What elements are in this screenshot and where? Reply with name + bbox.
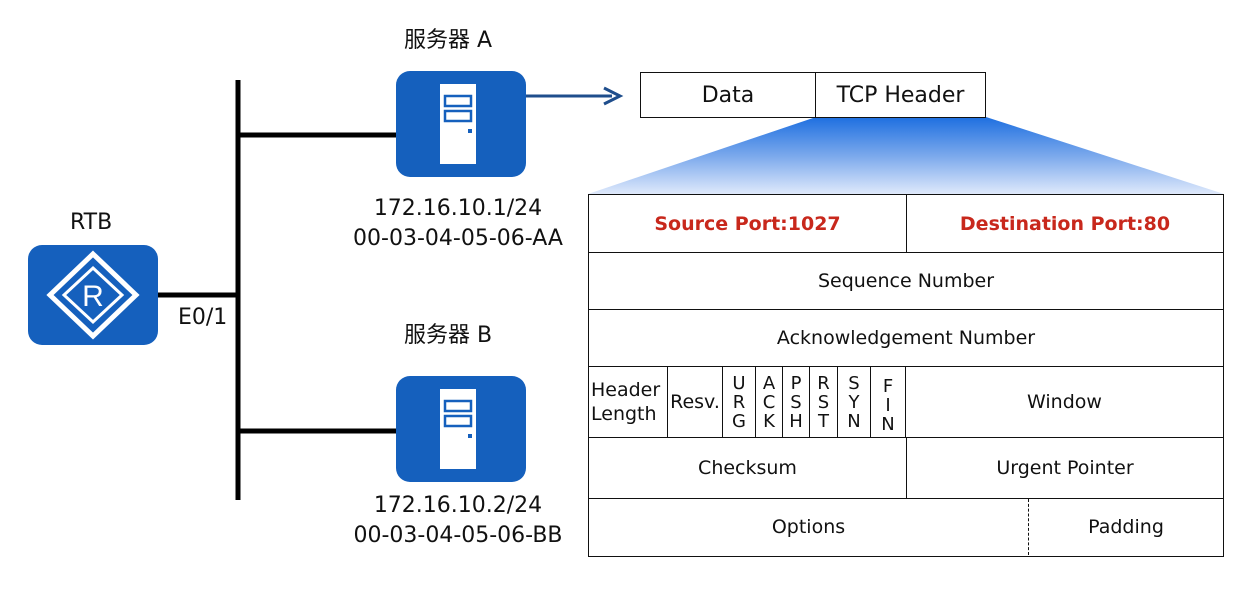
flag-letter: S bbox=[848, 372, 860, 394]
segment-tcp-header-label: TCP Header bbox=[836, 82, 965, 108]
tcp-row-acknowledgement: Acknowledgement Number bbox=[589, 309, 1223, 366]
flag-ack-cell: A C K bbox=[756, 367, 783, 437]
flag-letter: R bbox=[732, 391, 746, 413]
reserved-cell: Resv. bbox=[668, 367, 723, 437]
options-cell: Options bbox=[589, 499, 1029, 555]
flag-letter: Y bbox=[848, 391, 860, 413]
tcp-row-ports: Source Port:1027 Destination Port:80 bbox=[589, 195, 1223, 252]
header-length-line2: Length bbox=[591, 403, 657, 425]
server-b-name: 服务器 B bbox=[404, 323, 493, 348]
window-label: Window bbox=[1027, 391, 1102, 413]
acknowledgement-number-cell: Acknowledgement Number bbox=[589, 310, 1223, 366]
server-b-mac: 00-03-04-05-06-BB bbox=[353, 523, 563, 548]
acknowledgement-number-label: Acknowledgement Number bbox=[776, 327, 1036, 349]
source-port-label: Source Port:1027 bbox=[654, 212, 841, 235]
reserved-label: Resv. bbox=[670, 391, 720, 413]
flag-letter: G bbox=[732, 410, 746, 432]
flag-letter: T bbox=[818, 410, 829, 432]
tcp-header-table: Source Port:1027 Destination Port:80 Seq… bbox=[588, 194, 1224, 557]
flag-letter: N bbox=[847, 410, 861, 432]
flag-letter: C bbox=[762, 391, 776, 413]
flag-urg-cell: U R G bbox=[723, 367, 756, 437]
checksum-label: Checksum bbox=[698, 457, 797, 479]
sequence-number-cell: Sequence Number bbox=[589, 253, 1223, 309]
destination-port-cell: Destination Port:80 bbox=[907, 195, 1223, 252]
flag-letter: K bbox=[763, 410, 775, 432]
server-a-mac: 00-03-04-05-06-AA bbox=[353, 226, 563, 251]
server-icon bbox=[440, 389, 476, 469]
checksum-cell: Checksum bbox=[589, 438, 907, 498]
flag-rst-cell: R S T bbox=[810, 367, 838, 437]
flag-letter: S bbox=[790, 391, 802, 413]
segment-data-label: Data bbox=[701, 82, 755, 108]
header-length-line1: Header bbox=[591, 379, 661, 401]
server-a-device[interactable] bbox=[396, 71, 526, 177]
server-b-ip: 172.16.10.2/24 bbox=[373, 493, 543, 518]
options-label: Options bbox=[771, 516, 846, 538]
flag-letter: R bbox=[817, 372, 830, 394]
router-device[interactable]: R bbox=[28, 245, 158, 345]
flag-letter: P bbox=[790, 372, 802, 394]
source-port-cell: Source Port:1027 bbox=[589, 195, 907, 252]
server-b-device[interactable] bbox=[396, 376, 526, 482]
flag-psh-cell: P S H bbox=[783, 367, 810, 437]
flag-letter: H bbox=[789, 410, 803, 432]
tcp-row-sequence: Sequence Number bbox=[589, 252, 1223, 309]
flag-letter: A bbox=[762, 372, 776, 394]
server-icon bbox=[440, 84, 476, 164]
padding-label: Padding bbox=[1088, 516, 1164, 538]
server-a-address: 172.16.10.1/24 00-03-04-05-06-AA bbox=[320, 194, 596, 254]
flag-syn-cell: S Y N bbox=[838, 367, 871, 437]
flag-letter: F bbox=[882, 375, 894, 397]
destination-port-label: Destination Port:80 bbox=[959, 212, 1171, 235]
router-icon: R bbox=[46, 250, 140, 340]
server-a-name: 服务器 A bbox=[404, 28, 493, 53]
tcp-row-checksum: Checksum Urgent Pointer bbox=[589, 437, 1223, 498]
server-b-address: 172.16.10.2/24 00-03-04-05-06-BB bbox=[320, 491, 596, 551]
padding-cell: Padding bbox=[1029, 499, 1223, 555]
urgent-pointer-label: Urgent Pointer bbox=[996, 457, 1134, 479]
tcp-row-options: Options Padding bbox=[589, 498, 1223, 555]
tcp-header-expansion-shape bbox=[588, 117, 1224, 194]
sequence-number-label: Sequence Number bbox=[817, 270, 995, 292]
header-length-cell: Header Length bbox=[589, 367, 668, 437]
router-name: RTB bbox=[70, 210, 113, 235]
router-letter: R bbox=[82, 280, 104, 313]
window-cell: Window bbox=[906, 367, 1223, 437]
send-arrow-head bbox=[603, 86, 624, 106]
server-a-ip: 172.16.10.1/24 bbox=[373, 196, 543, 221]
flag-letter: N bbox=[881, 413, 895, 435]
flag-letter: U bbox=[732, 372, 746, 394]
router-interface-label: E0/1 bbox=[178, 305, 228, 330]
segment-data-box: Data bbox=[640, 72, 816, 118]
flag-letter: S bbox=[817, 391, 830, 413]
urgent-pointer-cell: Urgent Pointer bbox=[907, 438, 1223, 498]
flag-fin-cell: F I N bbox=[871, 367, 906, 437]
segment-tcp-header-box: TCP Header bbox=[815, 72, 986, 118]
tcp-row-flags: Header Length Resv. U R G A C K P S H R … bbox=[589, 366, 1223, 437]
flag-letter: I bbox=[885, 394, 891, 416]
